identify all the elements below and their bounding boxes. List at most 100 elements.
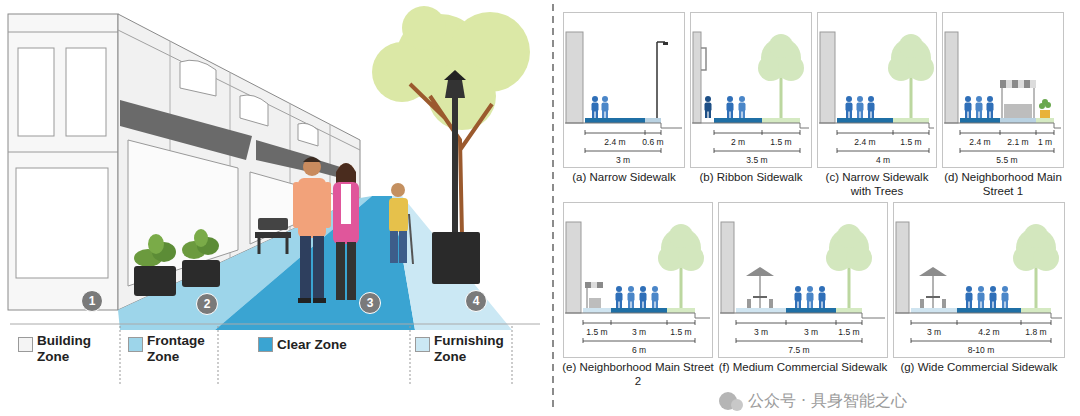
dimension-lines (714, 130, 715, 135)
dimension-label: 1.5 m (900, 137, 921, 147)
cafe-umbrella (747, 299, 751, 308)
pedestrian-icon (795, 300, 797, 308)
dimension-label: 1.8 m (1025, 327, 1046, 337)
zone-band (762, 118, 800, 123)
pedestrian (293, 157, 413, 303)
lamp-post (432, 70, 480, 284)
tree-icon (669, 224, 693, 248)
pedestrian (300, 236, 311, 300)
dimension-label: 7.5 m (788, 345, 809, 355)
building-block (820, 32, 835, 123)
pedestrian-icon (616, 286, 622, 292)
pedestrian-icon (819, 300, 821, 308)
dimension-lines (786, 320, 787, 325)
dimension-label: 3 m (632, 327, 646, 337)
pedestrian-icon (606, 110, 608, 118)
dimension-lines (583, 323, 695, 324)
dimension-lines (585, 130, 586, 135)
tree-icon (1033, 245, 1059, 271)
pedestrian-icon (978, 286, 984, 292)
cafe-umbrella (746, 267, 774, 308)
zone-legend-frame (512, 326, 513, 386)
dimension-lines (1051, 338, 1052, 343)
zone-band (645, 118, 661, 123)
panel-drawing (720, 222, 885, 343)
bench (255, 232, 291, 238)
legend-swatch (258, 337, 273, 352)
dimension-lines (960, 151, 1054, 152)
plant-pot (1039, 99, 1051, 118)
dimension-label: 3 m (754, 327, 768, 337)
pedestrian (303, 157, 321, 162)
tree-icon (846, 245, 872, 271)
dimension-label: 3 m (804, 327, 818, 337)
watermark-icon (731, 399, 743, 411)
dimension-lines (667, 320, 668, 325)
lamp-post-icon (663, 42, 668, 45)
pedestrian (333, 182, 359, 244)
pedestrian-icon (868, 96, 875, 118)
building-facade (8, 32, 118, 33)
pedestrian (313, 236, 324, 300)
dimension-label: 4.2 m (978, 327, 999, 337)
bench (255, 218, 291, 254)
dimension-lines (960, 130, 961, 135)
building-facade (240, 95, 268, 126)
tree-icon (678, 245, 704, 271)
building-block (566, 32, 583, 123)
lamp-post-icon (657, 42, 668, 118)
dimension-lines (1036, 130, 1037, 135)
building-facade (8, 14, 360, 310)
pedestrian-icon (727, 96, 733, 102)
awning (120, 100, 252, 160)
pedestrian-icon (965, 110, 967, 118)
zone-legend-frame (218, 326, 219, 386)
pedestrian (298, 178, 326, 238)
dimension-lines (837, 151, 929, 152)
panel-drawing (565, 222, 710, 343)
callout-number: 1 (81, 290, 103, 312)
dimension-label: 0.6 m (642, 137, 663, 147)
dimension-lines (661, 148, 662, 153)
zone-band (1036, 118, 1054, 123)
pedestrian-icon (731, 110, 733, 118)
pedestrian-icon (1002, 286, 1009, 308)
legend-swatch (415, 337, 430, 352)
dimension-label: 4 m (876, 155, 890, 165)
street-stand (589, 298, 601, 308)
pedestrian-icon (739, 96, 746, 118)
dimension-label: 1.5 m (670, 327, 691, 337)
pedestrian-icon (743, 110, 745, 118)
market-stall (1012, 80, 1018, 88)
pedestrian-icon (640, 286, 646, 292)
pedestrian-icon (656, 300, 658, 308)
dimension-lines (585, 151, 661, 152)
pedestrian-icon (965, 96, 972, 118)
dimension-lines (736, 338, 737, 343)
dimension-label: 1.5 m (586, 327, 607, 337)
pedestrian-icon (592, 110, 594, 118)
pedestrian (409, 214, 413, 264)
zone-band (714, 118, 762, 123)
building-facade (8, 152, 118, 153)
panel-caption: (d) Neighborhood Main Street 1 (939, 171, 1067, 198)
pedestrian (399, 231, 407, 263)
street-stand (587, 288, 588, 308)
pedestrian-icon (991, 110, 993, 118)
legend-text: Clear Zone (277, 337, 403, 353)
dimension-lines (1021, 320, 1022, 325)
street-stand (585, 282, 603, 308)
plant-pot (1040, 110, 1050, 118)
dimension-lines (957, 320, 958, 325)
building-block (721, 222, 734, 313)
panel-caption: (a) Narrow Sidewalk (560, 171, 688, 185)
legend-swatch (18, 337, 33, 352)
tree-icon (837, 224, 861, 248)
building-facade (298, 123, 318, 146)
dimension-lines (695, 320, 696, 325)
pedestrian-icon (850, 110, 852, 118)
tree-icon (908, 55, 934, 81)
zone-legend-frame (410, 326, 411, 386)
cafe-umbrella (919, 267, 947, 276)
dimension-lines (960, 130, 1054, 153)
